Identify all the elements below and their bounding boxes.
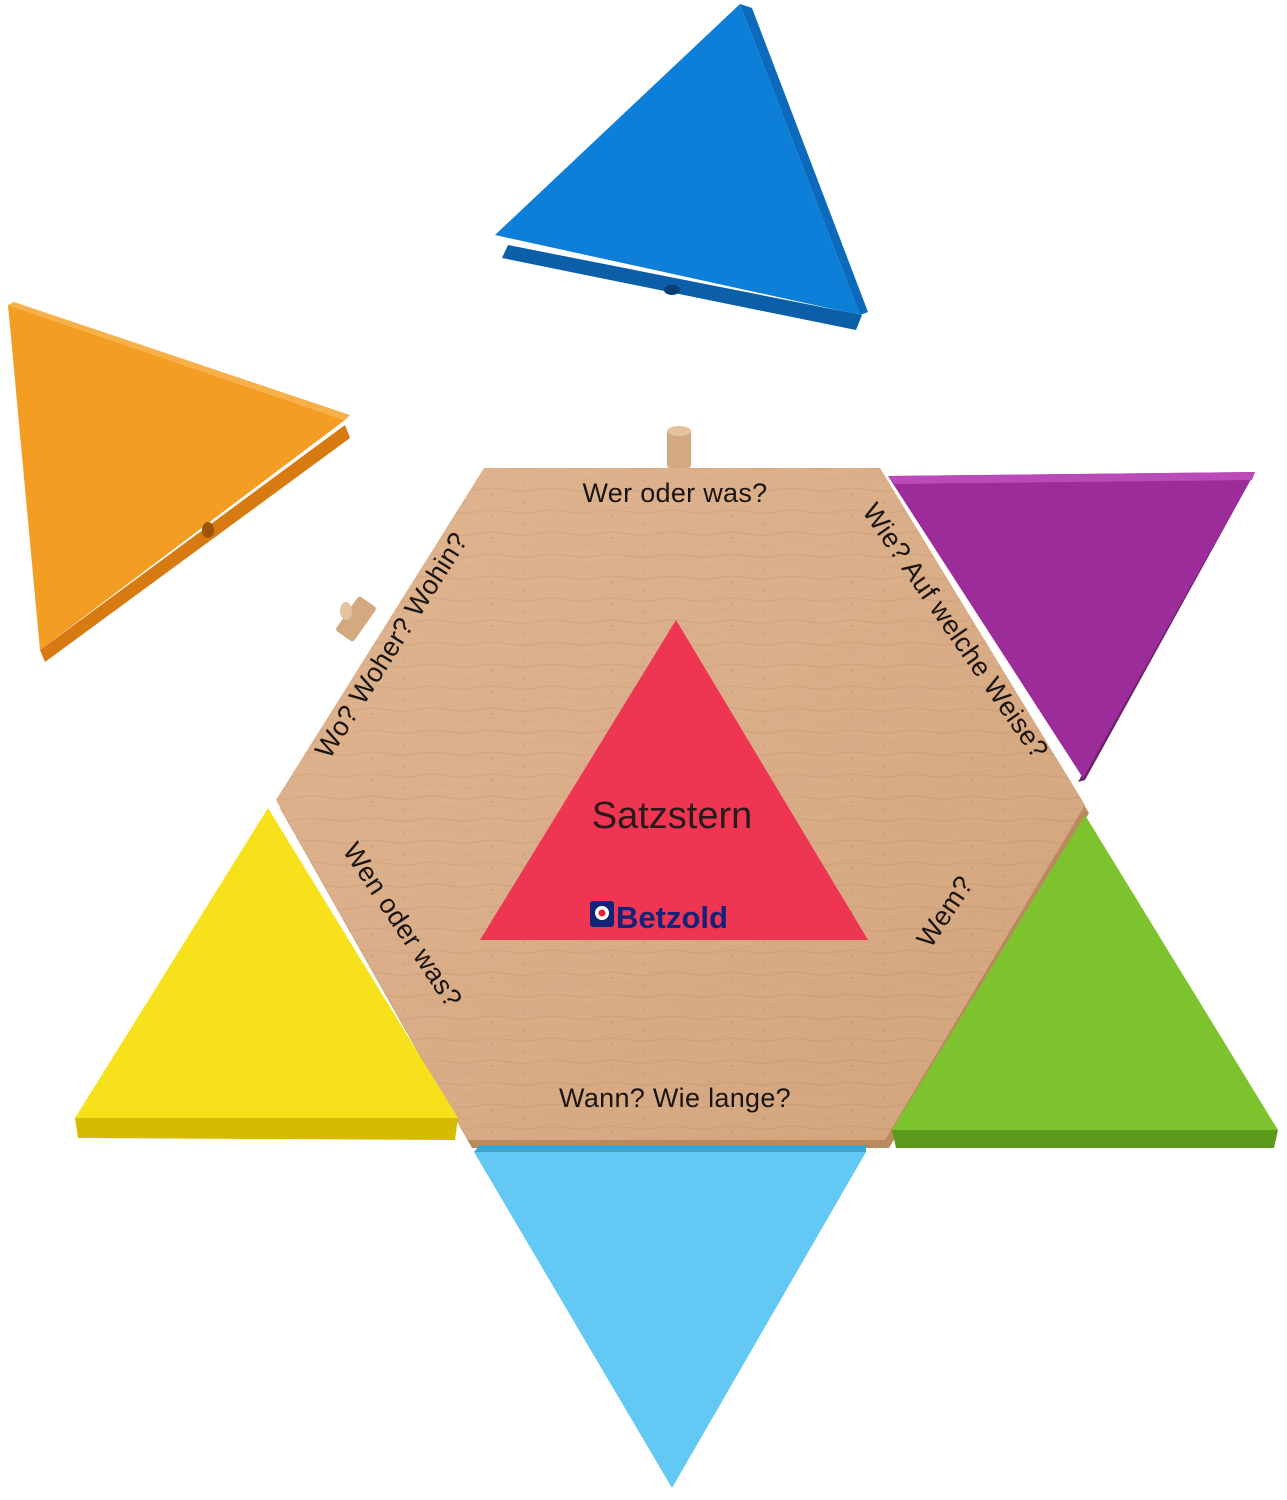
label-top: Wer oder was? (583, 478, 768, 508)
center-title: Satzstern (592, 795, 753, 837)
board-peg-top (667, 426, 691, 468)
peg-hole-icon (202, 522, 214, 538)
peg-hole-icon (664, 285, 680, 295)
yellow-triangle-piece[interactable] (75, 808, 458, 1140)
green-triangle-piece[interactable] (892, 815, 1278, 1148)
board-peg-left (336, 596, 376, 642)
light-blue-triangle-piece[interactable] (474, 1145, 866, 1488)
brand-name: Betzold (616, 900, 728, 935)
label-bottom: Wann? Wie lange? (559, 1083, 791, 1113)
blue-triangle-piece[interactable] (495, 4, 868, 330)
betzold-logo: Betzold (590, 900, 728, 935)
center-triangle-card: Satzstern Betzold (480, 620, 868, 940)
orange-triangle-piece[interactable] (8, 302, 350, 662)
purple-triangle-piece[interactable] (888, 472, 1255, 782)
